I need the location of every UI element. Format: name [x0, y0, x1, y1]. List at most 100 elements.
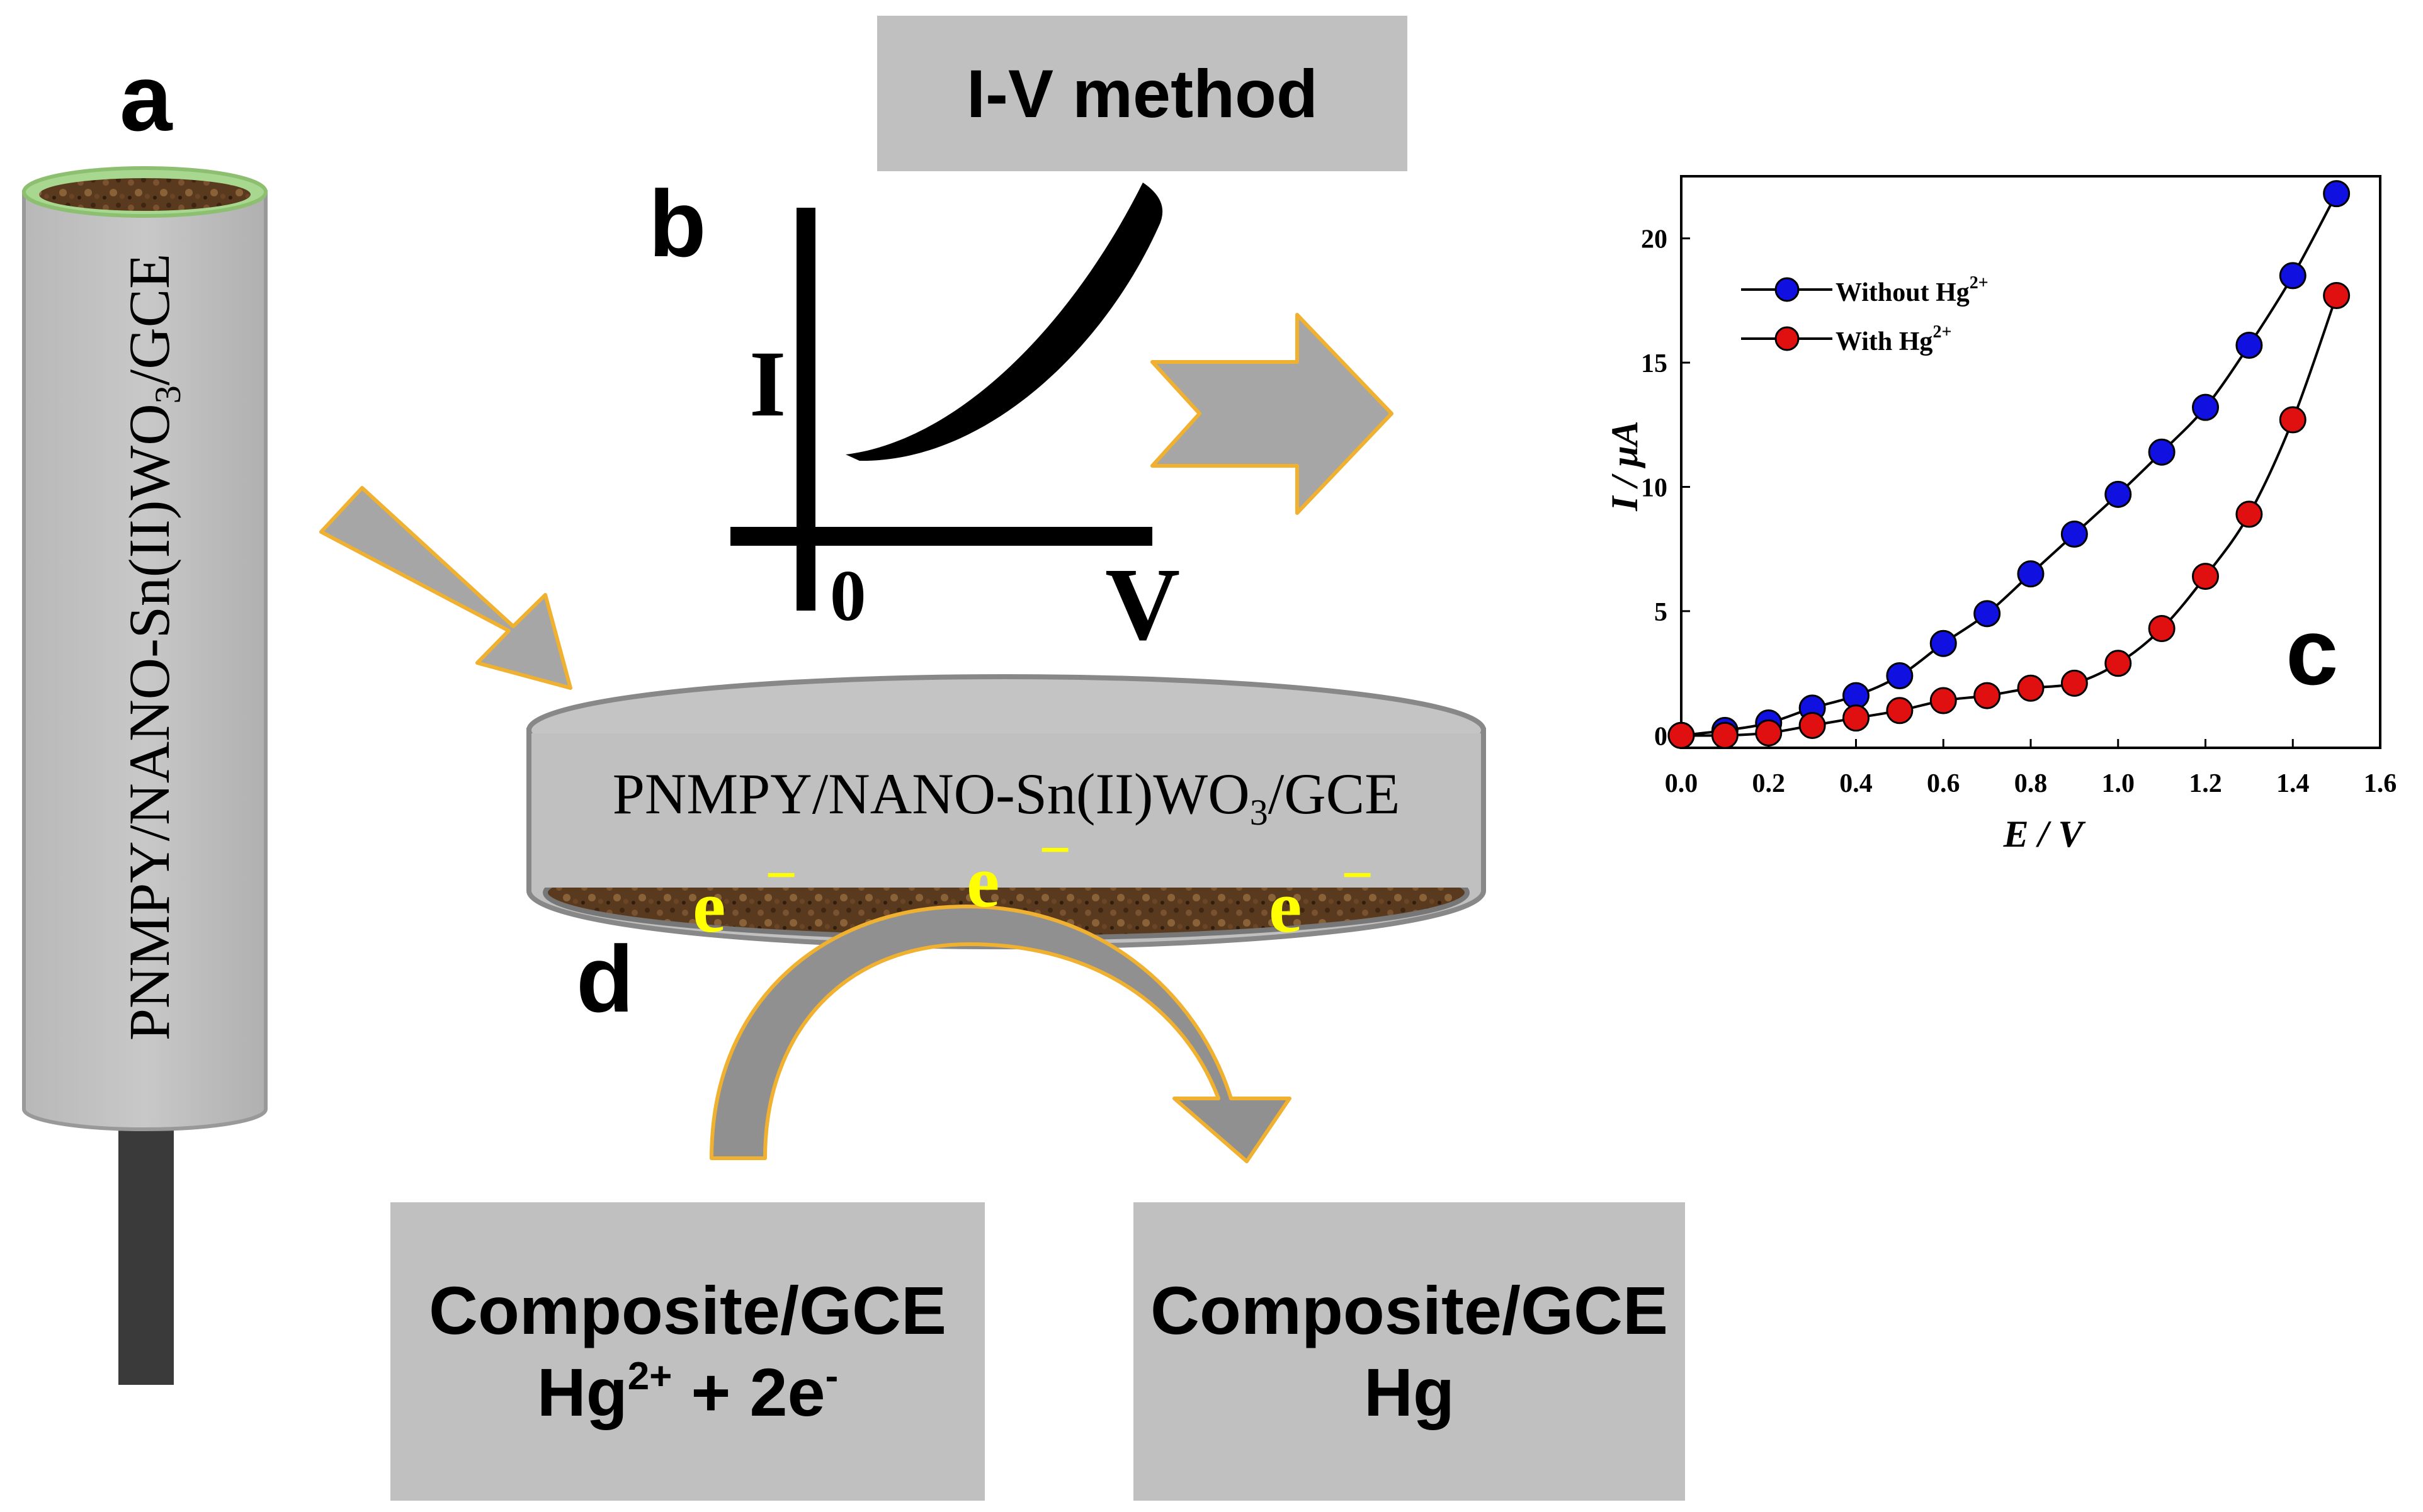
data-point-series-0: [1842, 682, 1870, 709]
data-point-series-0: [2323, 180, 2351, 208]
vertical-label-sub: 3: [147, 385, 188, 403]
legend-marker-with: [1774, 326, 1800, 351]
reactant-hg: Hg: [536, 1354, 628, 1430]
iv-sketch-curve: [846, 183, 1163, 461]
reactant-hg-charge: 2+: [627, 1355, 672, 1398]
product-line1: Composite/GCE: [1150, 1272, 1669, 1349]
disk-label-end: /GCE: [1268, 762, 1400, 826]
panel-label-b: b: [649, 171, 706, 276]
data-point-series-1: [2279, 406, 2307, 434]
disk-electrode-label: PNMPY/NANO-Sn(II)WO3/GCE: [613, 762, 1400, 833]
panel-label-d: d: [576, 926, 634, 1032]
data-point-series-0: [2279, 262, 2307, 290]
reactant-line1: Composite/GCE: [428, 1272, 947, 1349]
iv-method-box: I-V method: [877, 16, 1407, 171]
electrode-lead-wire: [118, 1120, 174, 1385]
data-point-series-0: [1886, 662, 1914, 690]
x-tick-label: 1.2: [2189, 769, 2222, 798]
data-point-series-1: [2235, 500, 2263, 528]
vertical-label-end: /GCE: [117, 254, 181, 386]
data-point-series-0: [1973, 600, 2001, 628]
data-point-series-0: [1929, 629, 1957, 657]
x-tick-label: 0.4: [1839, 769, 1873, 798]
electron-middle: e: [967, 840, 999, 923]
panel-label-a: a: [120, 45, 173, 150]
vertical-electrode: PNMPY/NANO-Sn(II)WO3/GCE: [22, 166, 268, 1385]
data-point-series-1: [2192, 563, 2219, 590]
iv-sketch-x-label: V: [1105, 546, 1180, 662]
y-tick-label: 20: [1641, 225, 1667, 254]
iv-sketch-origin-label: 0: [830, 556, 866, 636]
electron-right-charge: −: [1341, 844, 1373, 906]
legend-marker-without: [1774, 277, 1800, 302]
disk-band: [531, 733, 1481, 888]
electrode-top-surface: [39, 178, 251, 211]
series-line-0: [1681, 193, 2338, 737]
vertical-electrode-label: PNMPY/NANO-Sn(II)WO3/GCE: [117, 254, 188, 1041]
reactant-electrons: + 2e: [672, 1354, 826, 1430]
y-tick-label: 10: [1641, 473, 1667, 502]
chart-legend: Without Hg2+ With Hg2+: [1741, 273, 1989, 356]
data-point-series-0: [2060, 520, 2088, 548]
y-tick-label: 15: [1641, 349, 1667, 378]
data-point-series-1: [1711, 721, 1739, 749]
data-point-series-1: [2104, 650, 2132, 677]
reactant-line2: Hg2+ + 2e-: [537, 1351, 839, 1433]
iv-sketch-y-label: I: [749, 332, 786, 436]
reactant-electron-charge: -: [825, 1355, 839, 1398]
chart-ticks: 0.0 0.2 0.4 0.6 0.8 1.0 1.2 1.4 1.6 0 5 10 15 20: [1641, 225, 2397, 798]
disk-electrode: PNMPY/NANO-Sn(II)WO3/GCE: [526, 674, 1486, 950]
data-point-series-0: [2017, 560, 2045, 588]
panel-label-c: c: [2286, 599, 2339, 704]
disk-label-sub: 3: [1250, 792, 1268, 833]
data-point-series-1: [1929, 687, 1957, 714]
data-point-series-1: [1798, 711, 1826, 739]
diagonal-arrow: [319, 486, 572, 690]
electron-right: e: [1269, 866, 1302, 948]
data-point-series-1: [2060, 669, 2088, 697]
iv-chart: 0.0 0.2 0.4 0.6 0.8 1.0 1.2 1.4 1.6 0 5 10 15 20 E / …: [1604, 175, 2397, 855]
x-tick-label: 0.2: [1752, 769, 1786, 798]
x-tick-label: 0.0: [1665, 769, 1698, 798]
vertical-label-main: PNMPY/NANO-Sn(II)WO: [117, 403, 181, 1041]
iv-method-label: I-V method: [967, 55, 1318, 132]
product-line2: Hg: [1364, 1354, 1455, 1430]
data-point-series-1: [1886, 697, 1914, 725]
chart-series: [1667, 180, 2351, 749]
data-point-series-0: [2192, 393, 2219, 421]
data-point-series-1: [1755, 719, 1783, 747]
y-tick-label: 0: [1654, 722, 1667, 751]
data-point-series-1: [1842, 704, 1870, 732]
electron-left-charge: −: [765, 844, 797, 906]
data-point-series-1: [2148, 615, 2176, 643]
iv-sketch-y-axis: [797, 208, 815, 611]
reactant-box: Composite/GCE Hg2+ + 2e-: [390, 1202, 985, 1501]
right-arrow: [1150, 313, 1393, 515]
x-tick-label: 1.4: [2276, 769, 2310, 798]
disk-label-main: PNMPY/NANO-Sn(II)WO: [613, 762, 1250, 826]
curved-arrow: [710, 905, 1291, 1163]
data-point-series-1: [1667, 721, 1695, 749]
product-box: Composite/GCE Hg: [1133, 1202, 1685, 1501]
electron-symbols: e − e − e −: [693, 819, 1373, 948]
data-point-series-1: [1973, 682, 2001, 709]
legend-label-without: Without Hg2+: [1836, 273, 1989, 307]
chart-x-label: E / V: [2003, 813, 2087, 855]
data-point-series-1: [2017, 674, 2045, 702]
electrode-tube-body: [22, 190, 268, 1131]
iv-sketch: I 0 V: [730, 183, 1180, 662]
electron-middle-charge: −: [1039, 819, 1071, 881]
iv-sketch-x-axis: [730, 527, 1152, 546]
x-tick-label: 1.0: [2102, 769, 2135, 798]
y-tick-label: 5: [1654, 598, 1667, 627]
x-tick-label: 0.8: [2014, 769, 2048, 798]
data-point-series-1: [2323, 281, 2351, 309]
data-point-series-0: [2235, 331, 2263, 359]
x-tick-label: 0.6: [1927, 769, 1960, 798]
legend-label-with: With Hg2+: [1836, 322, 1951, 356]
chart-y-label: I / μA: [1604, 420, 1645, 511]
electron-left: e: [693, 866, 725, 948]
x-tick-label: 1.6: [2364, 769, 2397, 798]
data-point-series-0: [2104, 480, 2132, 508]
data-point-series-0: [2148, 438, 2176, 466]
